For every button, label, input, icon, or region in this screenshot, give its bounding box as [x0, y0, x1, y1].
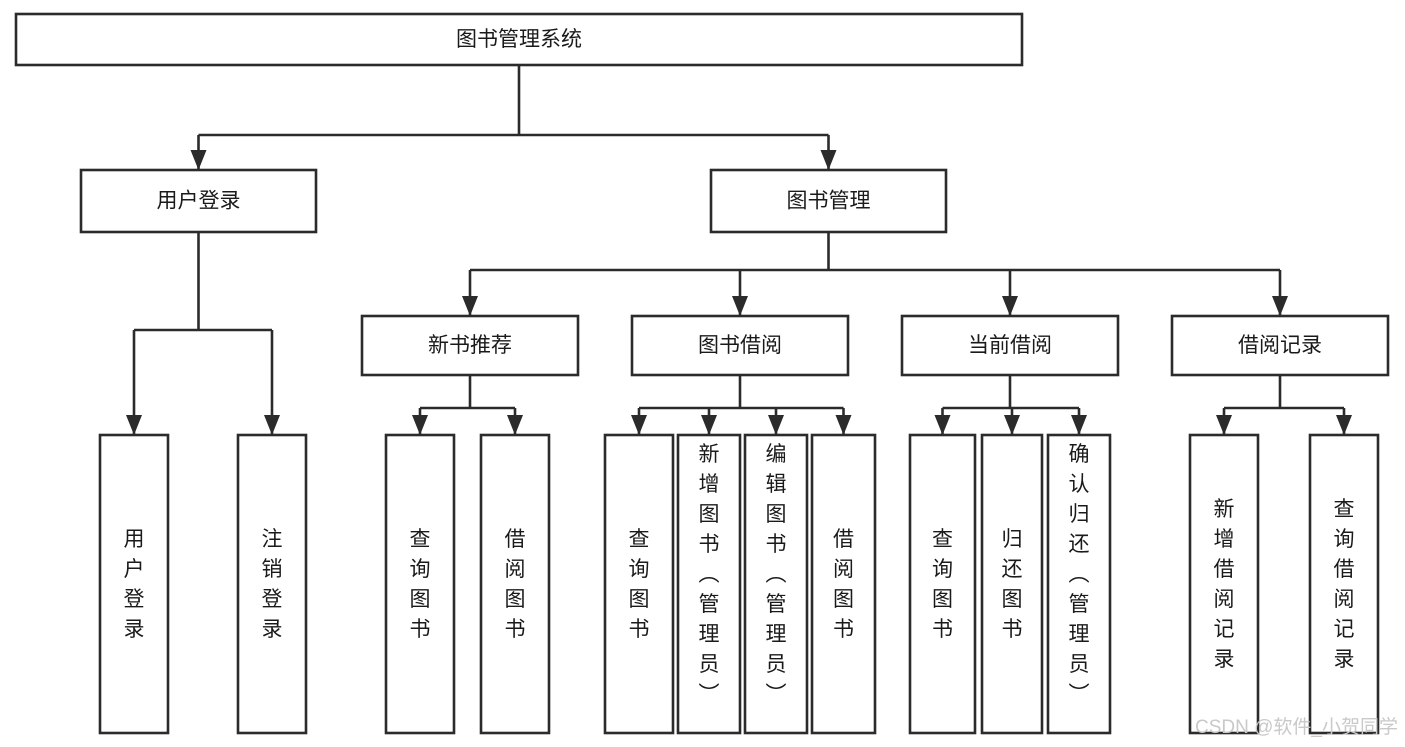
node-current_borrow-box [900, 314, 1120, 377]
arrow-head-icon [1004, 415, 1020, 435]
arrow-head-icon [462, 296, 478, 316]
leaf-book_borrow-0-label: 查询图书 [629, 528, 650, 641]
leaf-borrow_record-0-label: 新增借阅记录 [1214, 498, 1235, 671]
leaf-current_borrow-2-box [1046, 433, 1112, 735]
leaf-borrow_record-0-box [1188, 433, 1260, 735]
arrow-head-icon [631, 415, 647, 435]
arrow-head-icon [732, 296, 748, 316]
leaf-user_login-1-label: 注销登录 [262, 528, 283, 641]
leaf-book_borrow-0-box [603, 433, 675, 735]
leaf-new_book_recommend-0[interactable]: 查询图书 [384, 433, 456, 735]
leaf-book_borrow-3-box [810, 433, 877, 735]
csdn-watermark: CSDN @软件_小贺同学 [1195, 716, 1398, 738]
node-book_borrow[interactable]: 图书借阅 [630, 314, 850, 377]
leaf-user_login-1[interactable]: 注销登录 [236, 433, 308, 735]
leaf-current_borrow-2[interactable]: 确认归还︵管理员︶ [1046, 433, 1112, 735]
leaf-book_borrow-2-label: 编辑图书︵管理员︶ [766, 443, 787, 706]
leaf-new_book_recommend-1-box [479, 433, 551, 735]
arrow-head-icon [1071, 415, 1087, 435]
arrow-head-icon [264, 415, 280, 435]
leaf-current_borrow-1-label: 归还图书 [1002, 528, 1023, 641]
leaf-borrow_record-1-box [1308, 433, 1380, 735]
leaf-user_login-0[interactable]: 用户登录 [98, 433, 170, 735]
arrow-head-icon [934, 415, 951, 435]
arrow-head-icon [1272, 296, 1288, 316]
leaf-new_book_recommend-1[interactable]: 借阅图书 [479, 433, 551, 735]
node-user-login-box [79, 168, 318, 234]
leaf-book_borrow-3[interactable]: 借阅图书 [810, 433, 877, 735]
node-root-book-management-system[interactable]: 图书管理系统 [14, 12, 1024, 67]
node-borrow_record-label: 借阅记录 [1238, 334, 1322, 357]
node-book_borrow-box [630, 314, 850, 377]
node-new_book_recommend-box [360, 314, 580, 377]
arrow-head-icon [1336, 415, 1352, 435]
nodes-layer: 图书管理系统用户登录图书管理新书推荐图书借阅当前借阅借阅记录用户登录注销登录查询… [14, 12, 1390, 735]
arrow-head-icon [126, 415, 142, 435]
node-new_book_recommend-label: 新书推荐 [428, 334, 512, 357]
node-user-login[interactable]: 用户登录 [79, 168, 318, 234]
leaf-current_borrow-0-box [908, 433, 977, 735]
arrow-head-icon [412, 415, 428, 435]
node-book-management[interactable]: 图书管理 [709, 168, 948, 234]
node-current_borrow-label: 当前借阅 [968, 334, 1052, 357]
leaf-book_borrow-3-label: 借阅图书 [833, 528, 854, 641]
arrow-head-icon [1002, 296, 1018, 316]
node-new_book_recommend[interactable]: 新书推荐 [360, 314, 580, 377]
node-current_borrow[interactable]: 当前借阅 [900, 314, 1120, 377]
leaf-book_borrow-1-box [676, 433, 742, 735]
node-book_borrow-label: 图书借阅 [698, 334, 782, 357]
leaf-book_borrow-2-box [743, 433, 809, 735]
node-book-management-label: 图书管理 [787, 190, 871, 213]
leaf-book_borrow-1[interactable]: 新增图书︵管理员︶ [676, 433, 742, 735]
leaf-user_login-0-label: 用户登录 [124, 528, 145, 641]
arrow-head-icon [507, 415, 523, 435]
leaf-borrow_record-1-label: 查询借阅记录 [1334, 498, 1355, 671]
leaf-book_borrow-0[interactable]: 查询图书 [603, 433, 675, 735]
arrow-head-icon [701, 415, 717, 435]
leaf-current_borrow-2-label: 确认归还︵管理员︶ [1069, 443, 1090, 706]
leaf-new_book_recommend-0-box [384, 433, 456, 735]
node-borrow_record[interactable]: 借阅记录 [1170, 314, 1390, 377]
leaf-borrow_record-1[interactable]: 查询借阅记录 [1308, 433, 1380, 735]
connectors-layer [126, 65, 1352, 435]
leaf-current_borrow-1-box [980, 433, 1044, 735]
node-root-book-management-system-box [14, 12, 1024, 67]
leaf-new_book_recommend-0-label: 查询图书 [410, 528, 431, 641]
arrow-head-icon [190, 150, 207, 170]
arrow-head-icon [768, 415, 784, 435]
arrow-head-icon [1216, 415, 1232, 435]
leaf-borrow_record-0[interactable]: 新增借阅记录 [1188, 433, 1260, 735]
leaf-current_borrow-0-label: 查询图书 [932, 528, 953, 641]
arrow-head-icon [820, 150, 837, 170]
leaf-user_login-1-box [236, 433, 308, 735]
leaf-current_borrow-0[interactable]: 查询图书 [908, 433, 977, 735]
node-user-login-label: 用户登录 [157, 190, 241, 213]
leaf-user_login-0-box [98, 433, 170, 735]
node-root-book-management-system-label: 图书管理系统 [456, 28, 582, 51]
leaf-current_borrow-1[interactable]: 归还图书 [980, 433, 1044, 735]
arrow-head-icon [835, 415, 852, 435]
leaf-book_borrow-2[interactable]: 编辑图书︵管理员︶ [743, 433, 809, 735]
node-book-management-box [709, 168, 948, 234]
node-borrow_record-box [1170, 314, 1390, 377]
leaf-book_borrow-1-label: 新增图书︵管理员︶ [699, 443, 720, 706]
leaf-new_book_recommend-1-label: 借阅图书 [505, 528, 526, 641]
